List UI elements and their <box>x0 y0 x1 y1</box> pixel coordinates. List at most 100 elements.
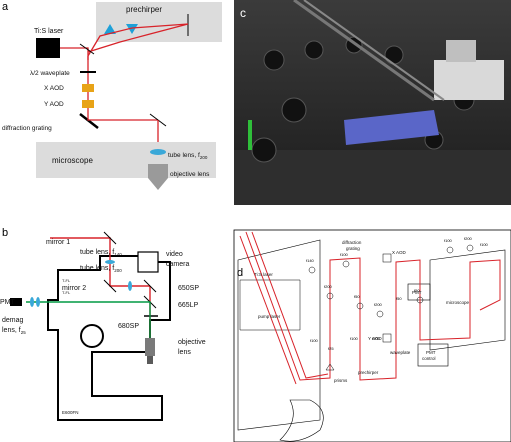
beam-path-d2 <box>251 231 329 379</box>
microscope-box <box>36 142 216 178</box>
y-aod-d <box>382 333 392 343</box>
panel-b-letter: b <box>2 227 8 239</box>
pmt-block <box>10 298 22 306</box>
lens-d-4 <box>356 302 364 310</box>
grating-label: diffraction grating <box>2 125 52 132</box>
dichroic-650sp <box>143 279 157 293</box>
lens-focal-label: f200 <box>464 236 473 241</box>
laser-box <box>36 38 60 58</box>
y-aod-label: Y AOD <box>44 101 64 108</box>
lens-d-3 <box>342 260 350 268</box>
panel-a-letter: a <box>2 1 9 13</box>
microscope-outline-d <box>429 249 506 351</box>
d-grating-label-1: diffraction <box>342 240 362 245</box>
x-aod-label: X AOD <box>44 85 64 92</box>
lens-focal-label: f100 <box>444 238 453 243</box>
lens-focal-label: f100 <box>310 338 319 343</box>
port-label-1: T-FL <box>62 278 71 283</box>
mirror-2-label: mirror 2 <box>62 285 86 292</box>
demag-lens-1 <box>30 297 34 307</box>
waveplate-label: λ/2 waveplate <box>30 70 70 77</box>
tube-lens-140-label: tube lens, f140 <box>80 249 122 257</box>
objective-label-b2: lens <box>178 349 191 356</box>
panel-d: d Ti:S laser pump laser diffraction grat… <box>233 229 511 442</box>
d-grating-label-2: grating <box>346 246 360 251</box>
lens-d-5 <box>376 310 384 318</box>
lens-focal-label: f200 <box>374 302 383 307</box>
d-pmt-control-label-2: control <box>422 356 436 361</box>
prechirper-label: prechirper <box>126 5 162 14</box>
video-camera-label-2: camera <box>166 261 189 268</box>
demag-lens-2 <box>36 297 40 307</box>
prism-1 <box>104 24 116 34</box>
panel-b: b E600FN T-FL T-FL video camera mirror 1… <box>0 227 206 421</box>
d-prism-label: prisms <box>334 378 348 383</box>
microscope-label: microscope <box>52 156 93 165</box>
panel-a: a prechirper Ti:S laser λ/2 waveplate X … <box>2 1 222 190</box>
d-pmt-control-label-1: PMT <box>426 350 436 355</box>
lens-d-1 <box>308 266 316 274</box>
prism-d <box>325 363 335 371</box>
laser-outline <box>237 239 321 431</box>
video-camera-label-1: video <box>166 251 183 258</box>
d-pmt-label: PMT <box>412 290 422 295</box>
beam-path-d3 <box>239 235 297 385</box>
panel-d-letter: d <box>237 267 243 279</box>
d-x-aod-label: X AOD <box>392 250 407 255</box>
lens-focal-label: f100 <box>340 252 349 257</box>
mirror-a1 <box>79 43 95 55</box>
objective-label-b1: objective <box>178 339 206 346</box>
mirror-1 <box>103 231 117 245</box>
beam-path-a <box>60 23 189 60</box>
lens-focal-label: f200 <box>324 284 333 289</box>
cable-outline <box>279 399 324 442</box>
lens-d-2 <box>326 292 334 300</box>
d-laser-label: Ti:S laser <box>254 272 273 277</box>
lens-focal-label: f140 <box>306 258 315 263</box>
lens-d-8 <box>446 246 454 254</box>
d-waveplate-label: waveplate <box>390 350 411 355</box>
lens-focal-label: f50 <box>414 288 420 293</box>
pmt-label: PMT <box>0 299 16 306</box>
objective-lens-b <box>145 338 155 356</box>
mirror-1-label: mirror 1 <box>46 239 70 246</box>
lens-d-6 <box>416 296 424 304</box>
prechirper-box <box>96 2 222 42</box>
d-prechirper-label: prechirper <box>358 370 379 375</box>
fluorescence-path <box>26 301 151 340</box>
x-aod-d <box>382 253 392 263</box>
mirror-2 <box>103 279 117 293</box>
lab-photograph: c <box>234 0 511 205</box>
panel-d-frame <box>233 229 511 442</box>
lens-d-7 <box>466 244 474 252</box>
lens-focal-label: f100 <box>350 336 359 341</box>
tube-lens-200 <box>105 260 115 264</box>
objective-lens-a <box>148 164 168 190</box>
d-pump-label: pump laser <box>258 314 281 319</box>
pmt-box-d <box>407 283 431 301</box>
tube-lens-140 <box>128 281 132 291</box>
pump-outline <box>239 279 301 331</box>
tube-lens-200-label: tube lens, f200 <box>80 265 122 273</box>
demag-label-2: lens, f25 <box>2 327 26 335</box>
photo-rendering <box>234 0 511 205</box>
focus-knob <box>80 324 104 348</box>
beam-to-mirror-a <box>87 110 158 121</box>
lens-focal-label: f100 <box>480 242 489 247</box>
model-label: E600FN <box>62 410 79 415</box>
objective-tip-b <box>147 356 153 364</box>
lens-focal-label: f200 <box>372 336 381 341</box>
d-microscope-label: microscope <box>446 300 470 305</box>
d-y-aod-label: Y AOD <box>368 336 382 341</box>
diffraction-grating <box>79 113 99 129</box>
pmt-control-box <box>417 343 449 367</box>
y-aod-block <box>82 100 94 108</box>
tube-lens-label-a: tube lens, f200 <box>168 152 208 160</box>
beam-path-d <box>245 231 501 381</box>
video-camera <box>137 251 159 273</box>
panel-c-letter: c <box>240 6 246 20</box>
680sp-label: 680SP <box>118 323 139 330</box>
x-aod-block <box>82 84 94 92</box>
lens-focal-label: f50 <box>396 296 402 301</box>
